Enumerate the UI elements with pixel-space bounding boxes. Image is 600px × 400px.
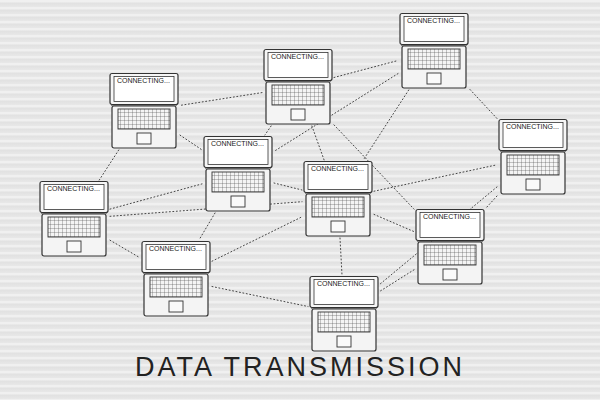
dotted-connection bbox=[180, 93, 262, 106]
dotted-connection bbox=[110, 184, 202, 209]
laptop-node: CONNECTING... bbox=[308, 275, 380, 353]
screen-text: CONNECTING... bbox=[148, 245, 203, 253]
laptop-node: CONNECTING... bbox=[38, 180, 110, 258]
screen-text: CONNECTING... bbox=[46, 185, 101, 193]
dotted-connection bbox=[374, 165, 497, 191]
screen-text: CONNECTING... bbox=[316, 280, 371, 288]
laptop-node: CONNECTING... bbox=[202, 135, 274, 213]
dotted-connection bbox=[274, 183, 302, 190]
screen-text: CONNECTING... bbox=[422, 213, 477, 221]
dotted-connection bbox=[374, 214, 414, 231]
screen-text: CONNECTING... bbox=[505, 123, 560, 131]
dotted-connection bbox=[312, 126, 324, 160]
screen-text: CONNECTING... bbox=[406, 17, 461, 25]
laptop-node: CONNECTING... bbox=[414, 208, 486, 286]
laptop-node: CONNECTING... bbox=[140, 240, 212, 318]
dotted-connection bbox=[380, 187, 497, 284]
dotted-connection bbox=[334, 61, 398, 78]
dotted-connection bbox=[340, 238, 342, 275]
dotted-connection bbox=[110, 240, 140, 258]
screen-text: CONNECTING... bbox=[116, 77, 171, 85]
screen-text: CONNECTING... bbox=[210, 140, 265, 148]
dotted-connection bbox=[470, 90, 497, 119]
dotted-connection bbox=[180, 135, 202, 150]
diagram-title: DATA TRANSMISSION bbox=[0, 352, 600, 383]
laptop-node: CONNECTING... bbox=[108, 72, 180, 150]
dotted-connection bbox=[212, 217, 302, 261]
laptop-node: CONNECTING... bbox=[262, 48, 334, 126]
dotted-connection bbox=[99, 150, 118, 180]
dotted-connection bbox=[363, 90, 408, 160]
dotted-connection bbox=[265, 126, 271, 135]
screen-text: CONNECTING... bbox=[310, 165, 365, 173]
dotted-connection bbox=[486, 196, 497, 208]
screen-text: CONNECTING... bbox=[270, 53, 325, 61]
dotted-connection bbox=[199, 213, 215, 240]
laptop-node: CONNECTING... bbox=[398, 12, 470, 90]
dotted-connection bbox=[380, 270, 414, 291]
dotted-connection bbox=[212, 287, 308, 307]
laptop-node: CONNECTING... bbox=[302, 160, 374, 238]
laptop-node: CONNECTING... bbox=[497, 118, 569, 196]
